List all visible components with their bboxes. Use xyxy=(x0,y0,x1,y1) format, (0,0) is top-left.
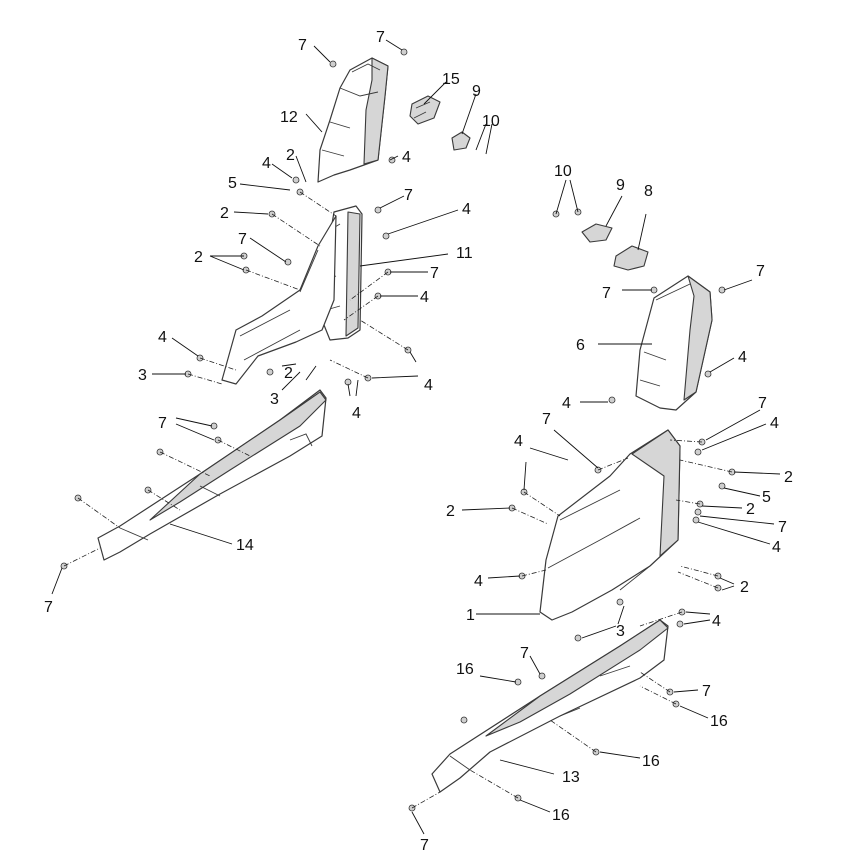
callout-13: 13 xyxy=(562,769,580,786)
part-14-left-rocker-trim xyxy=(97,389,327,561)
callout-4: 4 xyxy=(462,201,471,218)
part-1-right-side-trim-panel xyxy=(539,429,681,621)
callout-7: 7 xyxy=(404,187,413,204)
leader-lines xyxy=(51,39,781,835)
callout-16: 16 xyxy=(552,807,570,824)
callout-4: 4 xyxy=(420,289,429,306)
callout-4: 4 xyxy=(514,433,523,450)
callout-16: 16 xyxy=(456,661,474,678)
callout-7: 7 xyxy=(602,285,611,302)
callout-3: 3 xyxy=(616,623,625,640)
part-12-upper-pillar-trim xyxy=(317,57,389,183)
callout-4: 4 xyxy=(562,395,571,412)
callout-7: 7 xyxy=(238,231,247,248)
callout-7: 7 xyxy=(158,415,167,432)
callout-5: 5 xyxy=(228,175,237,192)
callout-7: 7 xyxy=(44,599,53,616)
part-9-clamp-right xyxy=(581,223,613,243)
callout-3: 3 xyxy=(138,367,147,384)
callout-7: 7 xyxy=(298,37,307,54)
callout-10: 10 xyxy=(554,163,572,180)
callout-4: 4 xyxy=(770,415,779,432)
callout-4: 4 xyxy=(712,613,721,630)
callout-4: 4 xyxy=(262,155,271,172)
callout-8: 8 xyxy=(644,183,653,200)
callout-2: 2 xyxy=(746,501,755,518)
callout-7: 7 xyxy=(420,837,429,854)
callout-7: 7 xyxy=(702,683,711,700)
part-15-bracket xyxy=(409,95,441,125)
callout-7: 7 xyxy=(376,29,385,46)
callout-2: 2 xyxy=(286,147,295,164)
callout-11: 11 xyxy=(456,245,473,262)
callout-4: 4 xyxy=(424,377,433,394)
callout-2: 2 xyxy=(446,503,455,520)
callout-7: 7 xyxy=(542,411,551,428)
callout-2: 2 xyxy=(284,365,293,382)
callout-5: 5 xyxy=(762,489,771,506)
callout-9: 9 xyxy=(472,83,481,100)
callout-10: 10 xyxy=(482,113,500,130)
callout-4: 4 xyxy=(402,149,411,166)
callout-4: 4 xyxy=(158,329,167,346)
callout-7: 7 xyxy=(758,395,767,412)
part-13-right-rocker-trim xyxy=(431,619,669,793)
callout-2: 2 xyxy=(194,249,203,266)
callout-6: 6 xyxy=(576,337,585,354)
callout-labels: 7 7 15 9 10 12 4 2 4 5 7 2 4 7 11 2 7 4 … xyxy=(44,29,793,854)
callout-4: 4 xyxy=(474,573,483,590)
callout-15: 15 xyxy=(442,71,460,88)
part-8-bracket xyxy=(613,245,649,271)
callout-16: 16 xyxy=(642,753,660,770)
callout-2: 2 xyxy=(740,579,749,596)
callout-4: 4 xyxy=(772,539,781,556)
callout-12: 12 xyxy=(280,109,298,126)
callout-1: 1 xyxy=(466,607,475,624)
callout-4: 4 xyxy=(738,349,747,366)
callout-2: 2 xyxy=(784,469,793,486)
callout-2: 2 xyxy=(220,205,229,222)
callout-4: 4 xyxy=(352,405,361,422)
callout-7: 7 xyxy=(756,263,765,280)
callout-16: 16 xyxy=(710,713,728,730)
callout-14: 14 xyxy=(236,537,254,554)
alignment-lines xyxy=(63,191,733,809)
part-9-clamp-left xyxy=(451,131,471,151)
callout-7: 7 xyxy=(778,519,787,536)
callout-7: 7 xyxy=(430,265,439,282)
callout-9: 9 xyxy=(616,177,625,194)
left-side-trim-panel xyxy=(221,215,337,385)
callout-7: 7 xyxy=(520,645,529,662)
part-6-right-upper-trim xyxy=(635,275,713,411)
callout-3: 3 xyxy=(270,391,279,408)
